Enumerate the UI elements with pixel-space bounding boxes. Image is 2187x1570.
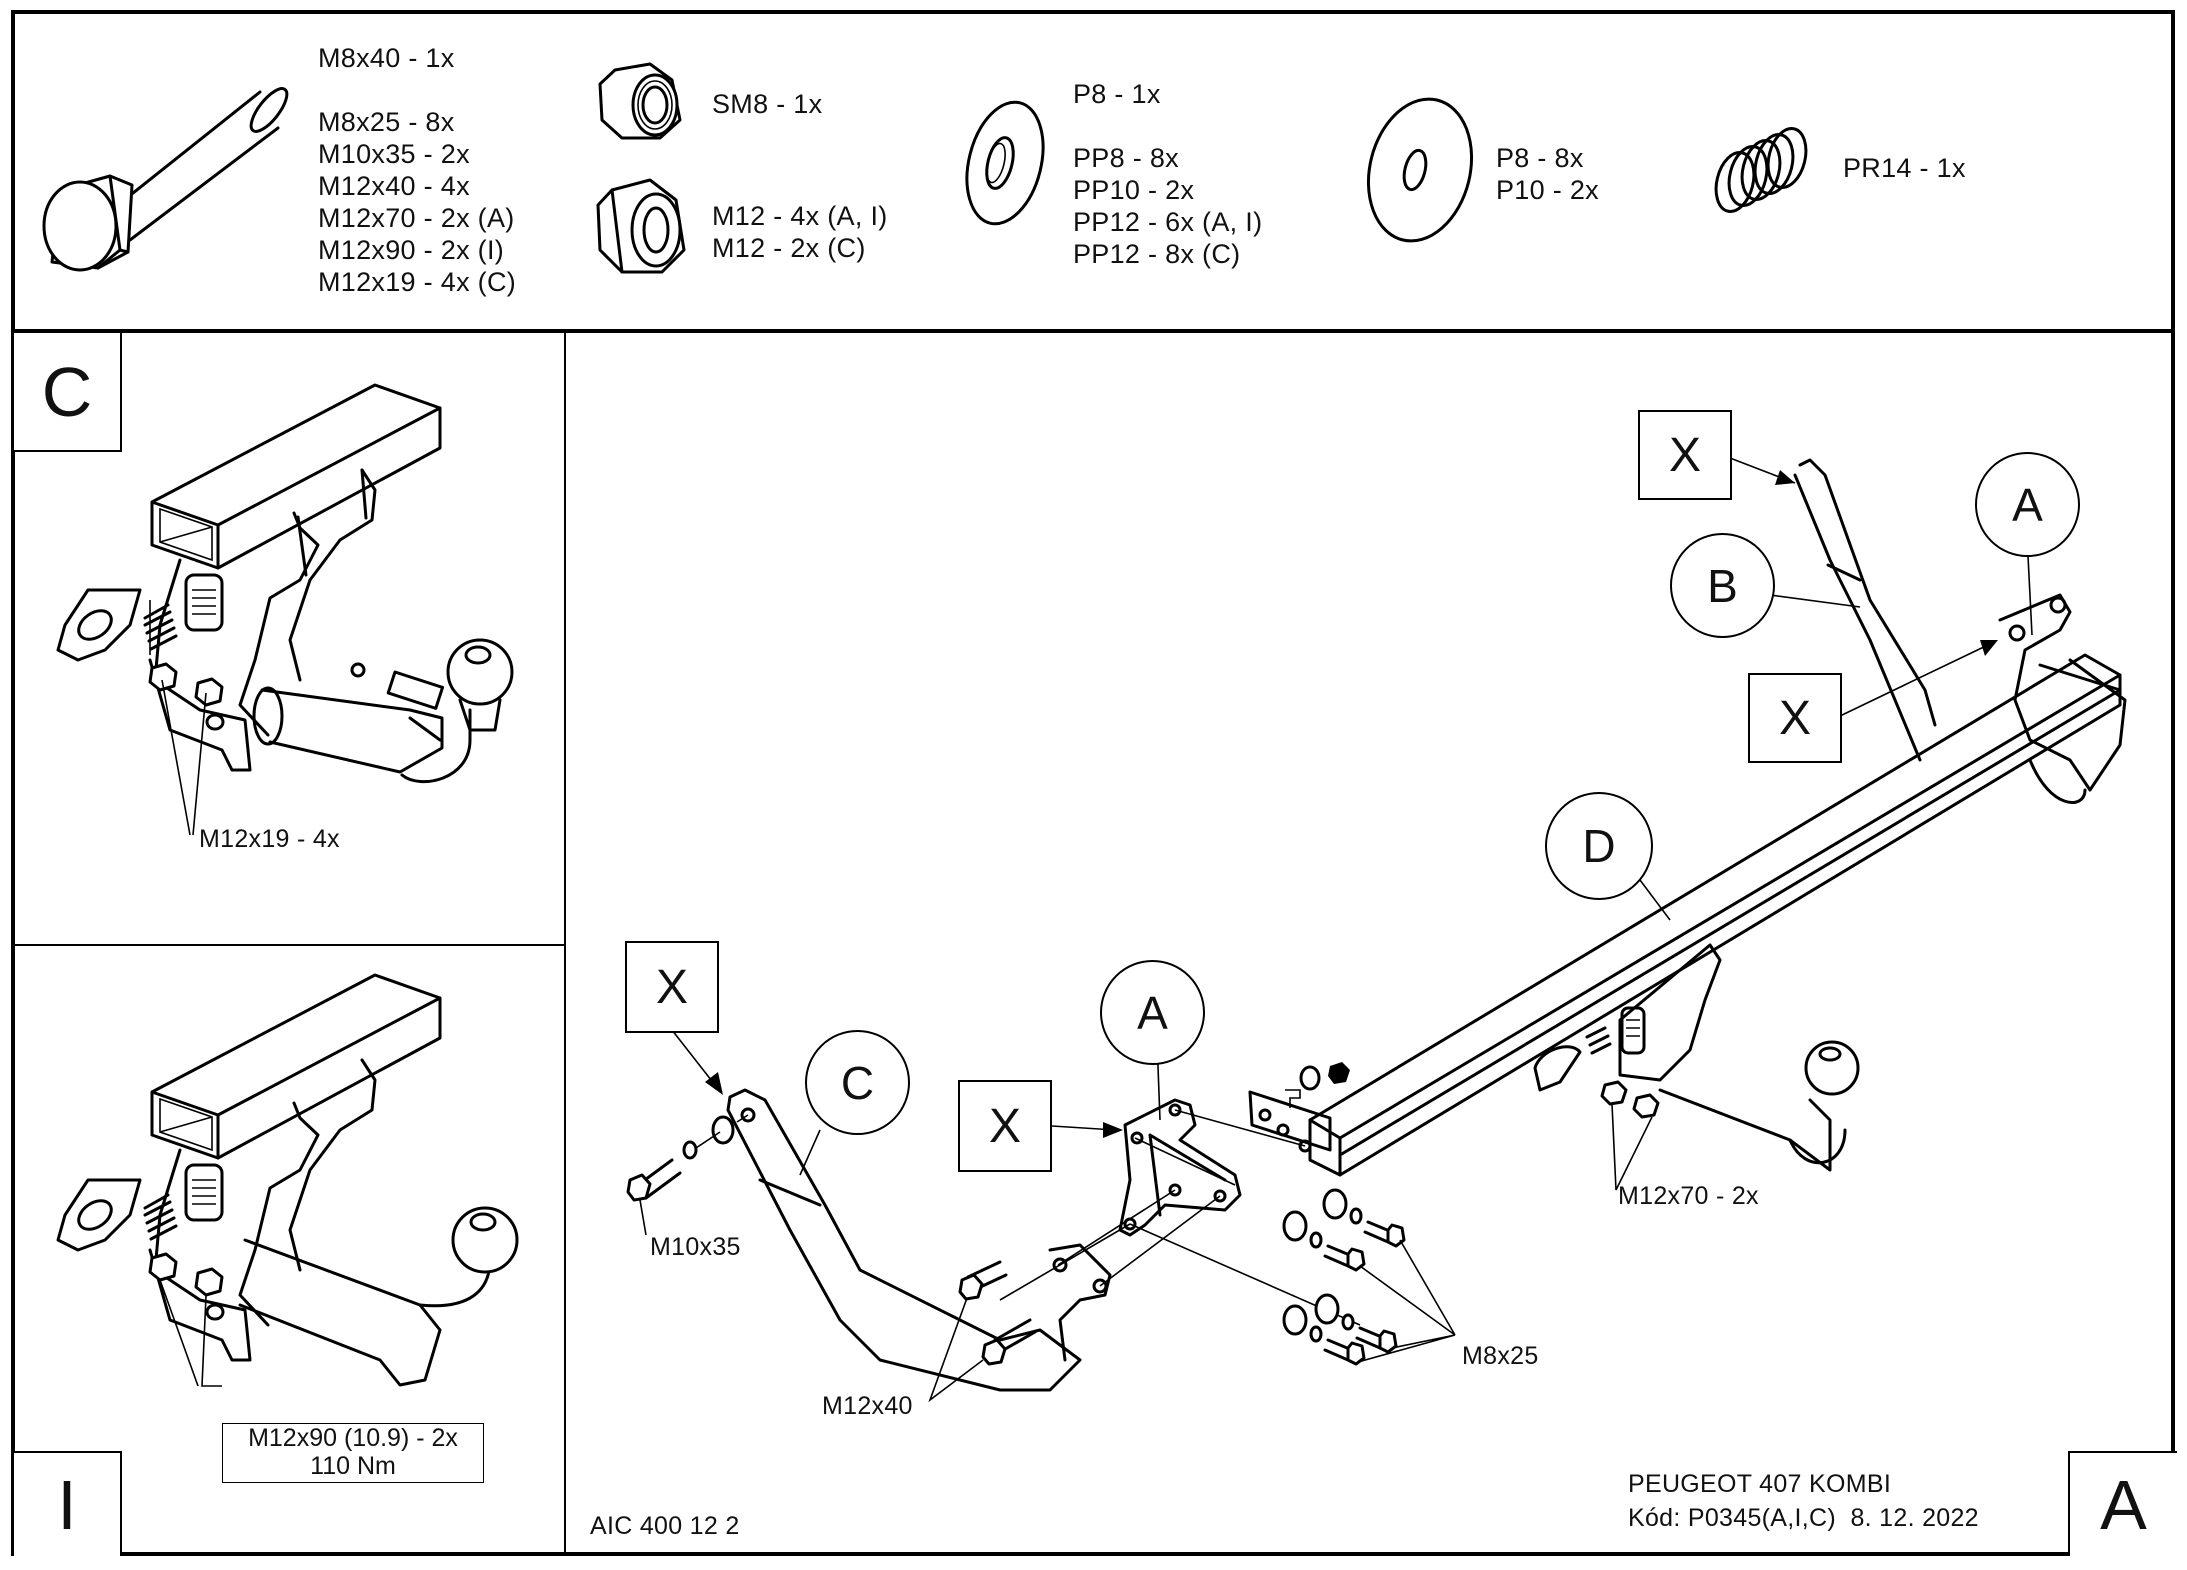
spring-washer-icon (1714, 127, 1808, 213)
panel-i-label: I (14, 1451, 122, 1556)
bolt-item: M8x25 - 8x (318, 107, 455, 137)
x-marker-letter: X (655, 960, 688, 1014)
bolt-list: M8x40 - 1x M8x25 - 8x M10x35 - 2x M12x40… (318, 42, 516, 298)
x-marker-middle: X (958, 1080, 1052, 1172)
left-column-divider (564, 331, 566, 1556)
panel-c-letter: C (41, 352, 93, 431)
x-marker-letter: X (1778, 691, 1811, 745)
callout-m10x35: M10x35 (650, 1233, 741, 1261)
title-block: PEUGEOT 407 KOMBI Kód: P0345(A,I,C) 8. 1… (1628, 1467, 1979, 1535)
callout-m12x70: M12x70 - 2x (1618, 1182, 1759, 1210)
large-washer-icon (1366, 97, 1474, 243)
large-washer-list: P8 - 8x P10 - 2x (1496, 142, 1599, 206)
hardware-icons (42, 62, 1808, 274)
nut-item: M12 - 2x (C) (712, 233, 866, 263)
washer-item: PP12 - 8x (C) (1073, 239, 1241, 269)
x-marker-letter: X (1668, 428, 1701, 482)
left-panel-divider (13, 944, 565, 946)
bolt-item: M12x40 - 4x (318, 171, 470, 201)
panel-i-callout-line1: M12x90 (10.9) - 2x (248, 1424, 458, 1452)
self-locking-nut-icon (598, 62, 682, 140)
washer-item: PP8 - 8x (1073, 143, 1179, 173)
washer-icon (965, 100, 1045, 226)
washer-list: P8 - 1x PP8 - 8x PP10 - 2x PP12 - 6x (A,… (1073, 78, 1262, 270)
bolt-item: M12x90 - 2x (I) (318, 235, 505, 265)
drawing-frame (11, 10, 2175, 1556)
balloon-a-top-letter: A (2012, 478, 2043, 531)
balloon-c: C (805, 1030, 910, 1135)
bolt-item: M12x19 - 4x (C) (318, 267, 517, 297)
header-divider (11, 329, 2175, 333)
washer-item: P10 - 2x (1496, 175, 1599, 205)
main-panel-label: A (2068, 1451, 2177, 1556)
bolt-item: M12x70 - 2x (A) (318, 203, 515, 233)
drawing-number: AIC 400 12 2 (590, 1512, 740, 1540)
vehicle-title: PEUGEOT 407 KOMBI (1628, 1470, 1892, 1498)
balloon-c-letter: C (840, 1056, 875, 1109)
main-panel-letter: A (2100, 1465, 2147, 1544)
x-marker-right: X (1748, 673, 1842, 763)
spring-item: PR14 - 1x (1843, 153, 1966, 183)
bolt-item: M8x40 - 1x (318, 43, 455, 73)
nut-item: SM8 - 1x (712, 89, 823, 119)
spring-list: PR14 - 1x (1843, 152, 1966, 184)
panel-c-label: C (14, 333, 122, 452)
nut-list: M12 - 4x (A, I) M12 - 2x (C) (712, 200, 888, 264)
self-locking-nut-list: SM8 - 1x (712, 88, 822, 120)
x-marker-left: X (625, 941, 719, 1033)
balloon-b-letter: B (1707, 559, 1738, 612)
washer-item: PP10 - 2x (1073, 175, 1195, 205)
nut-item: M12 - 4x (A, I) (712, 201, 888, 231)
bolt-item: M10x35 - 2x (318, 139, 470, 169)
balloon-a-top: A (1975, 452, 2080, 557)
panel-c-callout: M12x19 - 4x (199, 825, 340, 853)
washer-item: PP12 - 6x (A, I) (1073, 207, 1263, 237)
panel-i-letter: I (57, 1465, 77, 1544)
callout-m8x25: M8x25 (1462, 1342, 1539, 1370)
balloon-d: D (1545, 792, 1653, 900)
hex-bolt-icon (42, 87, 289, 272)
washer-item: P8 - 8x (1496, 143, 1584, 173)
balloon-d-letter: D (1582, 820, 1616, 872)
panel-i-callout-line2: 110 Nm (310, 1452, 396, 1480)
balloon-a-mid: A (1100, 960, 1205, 1065)
washer-item: P8 - 1x (1073, 79, 1161, 109)
x-marker-letter: X (988, 1099, 1021, 1153)
hex-nut-icon (596, 178, 686, 274)
code-and-date: Kód: P0345(A,I,C) 8. 12. 2022 (1628, 1504, 1979, 1532)
x-marker-top-right: X (1638, 410, 1732, 500)
panel-i-callout-box: M12x90 (10.9) - 2x 110 Nm (222, 1423, 484, 1483)
balloon-b: B (1670, 533, 1775, 638)
callout-m12x40: M12x40 (822, 1392, 913, 1420)
balloon-a-mid-letter: A (1137, 986, 1168, 1039)
